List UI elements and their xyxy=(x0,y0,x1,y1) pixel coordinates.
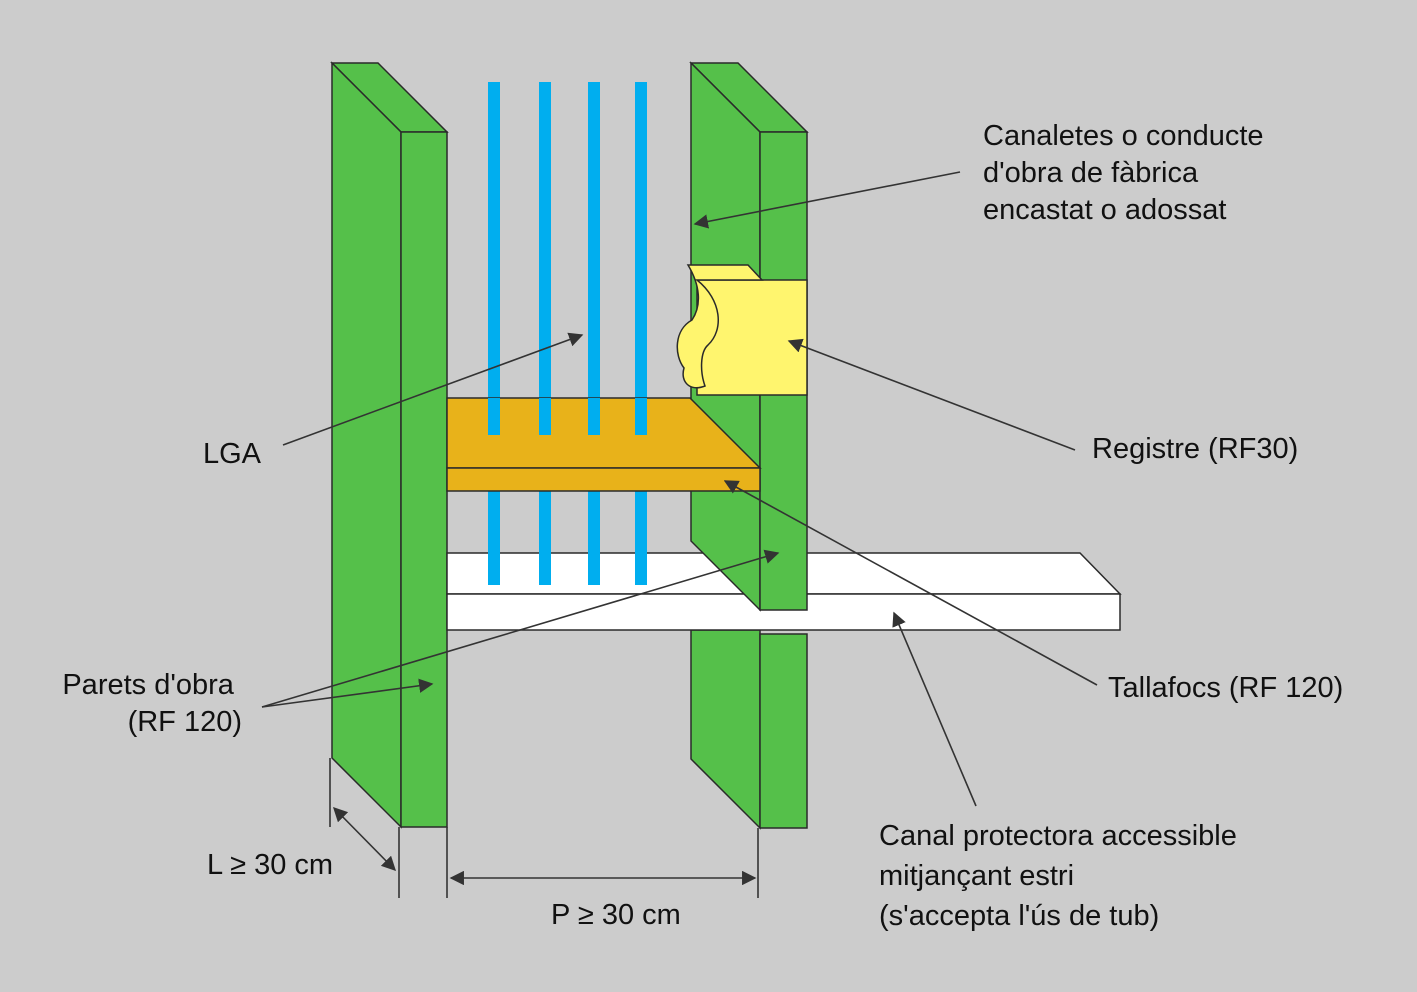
firestop-slab xyxy=(446,397,762,492)
tallafocs-label: Tallafocs (RF 120) xyxy=(1108,672,1343,704)
registre-label: Registre (RF30) xyxy=(1092,433,1298,465)
dimension-l xyxy=(329,758,400,898)
canaletes-leader xyxy=(693,171,961,229)
canal-label: Canal protectora accessible mitjançant e… xyxy=(879,820,1245,932)
dimension-l-label: L ≥ 30 cm xyxy=(207,849,333,881)
dimension-p-label: P ≥ 30 cm xyxy=(551,899,681,931)
lga-cables xyxy=(488,82,647,585)
parets-leader-left xyxy=(261,678,434,708)
lga-label: LGA xyxy=(203,438,262,470)
right-wall-lower xyxy=(690,629,808,830)
canal-leader xyxy=(892,611,977,807)
canaletes-label: Canaletes o conducte d'obra de fàbrica e… xyxy=(983,120,1272,226)
lga-leader xyxy=(282,332,584,446)
registre-panel xyxy=(676,264,808,396)
parets-label: Parets d'obra (RF 120) xyxy=(62,669,242,738)
parets-leader-right xyxy=(261,549,780,708)
tallafocs-leader xyxy=(723,480,1098,686)
dimension-p xyxy=(446,827,759,898)
left-wall xyxy=(330,61,449,829)
registre-leader xyxy=(787,338,1076,451)
